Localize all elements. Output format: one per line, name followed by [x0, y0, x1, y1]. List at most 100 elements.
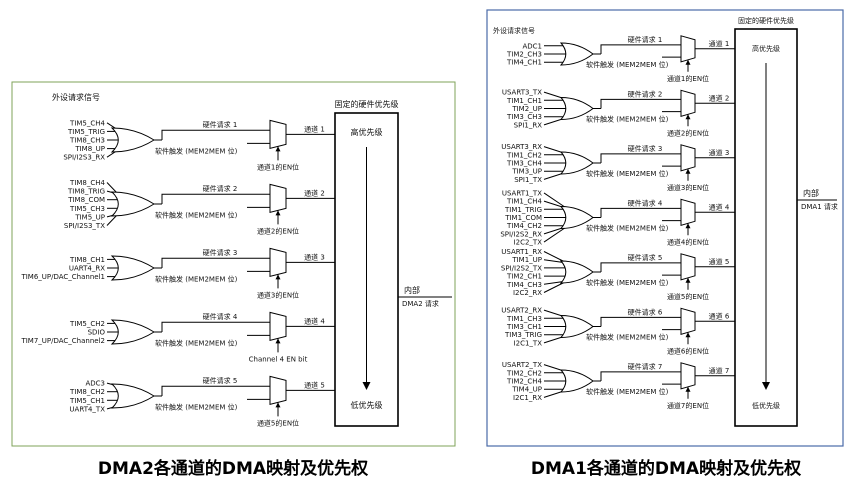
input-signal: TIM1_CH3 [506, 315, 542, 323]
hw-request-label: 硬件请求 3 [628, 144, 663, 153]
channel-label: 通道 5 [709, 257, 730, 266]
input-signal: TIM4_CH2 [506, 222, 542, 230]
dma2-caption: DMA2各通道的DMA映射及优先权 [98, 458, 369, 479]
priority-label: 固定的硬件优先级 [738, 16, 794, 25]
channel-7: USART2_TXTIM2_CH2TIM2_CH4TIM4_UPI2C1_RX硬… [502, 361, 735, 410]
or-gate-icon [559, 42, 594, 66]
en-bit-label: Channel 4 EN bit [249, 355, 308, 363]
channel-1: TIM5_CH4TIM5_TRIGTIM8_CH3TIM8_UPSPI/I2S3… [63, 119, 335, 171]
input-signal: TIM7_UP/DAC_Channel2 [20, 337, 105, 345]
or-gate-icon [110, 383, 155, 409]
mux-icon [680, 253, 696, 281]
input-signal: USART3_RX [501, 143, 542, 151]
or-gate-icon [559, 369, 594, 393]
input-signal: USART1_TX [502, 189, 542, 197]
input-signal: TIM1_CH2 [506, 151, 542, 159]
input-signal: ADC3 [85, 380, 105, 388]
hw-request-line [161, 129, 270, 140]
input-signal: SDIO [88, 329, 106, 337]
en-bit-label: 通道3的EN位 [667, 183, 709, 192]
input-signal: SPI/I2S3_RX [63, 154, 105, 162]
input-signal: SPI/I2S2_RX [500, 230, 542, 238]
sw-trigger-label: 软件触发 (MEM2MEM 位) [155, 146, 238, 155]
input-signal: TIM8_CH4 [69, 179, 105, 187]
mux-icon [269, 311, 287, 342]
en-bit-label: 通道6的EN位 [667, 346, 709, 355]
en-bit-label: 通道1的EN位 [667, 74, 709, 83]
input-signal: TIM5_CH4 [69, 119, 105, 127]
en-arrow [275, 146, 281, 152]
low-priority-label: 低优先级 [351, 400, 383, 410]
mux-icon [680, 144, 696, 172]
input-signal: TIM5_CH3 [69, 205, 105, 213]
en-arrow [685, 386, 691, 392]
input-signal: TIM8_CH3 [69, 137, 105, 145]
dma1-frame [486, 9, 844, 447]
or-gate-icon [110, 191, 155, 217]
channel-4: USART1_TXTIM1_CH4TIM1_TRIGTIM1_COMTIM4_C… [500, 189, 735, 247]
en-bit-label: 通道1的EN位 [257, 162, 299, 171]
hw-request-label: 硬件请求 5 [628, 253, 663, 262]
sw-trigger-label: 软件触发 (MEM2MEM 位) [155, 210, 238, 219]
input-signal: TIM3_CH3 [506, 113, 542, 121]
en-arrow [275, 402, 281, 408]
hw-request-line [600, 153, 681, 163]
dma2-frame [11, 81, 456, 447]
channel-label: 通道 1 [304, 124, 325, 133]
hw-request-line [600, 316, 681, 327]
input-signal: TIM8_UP [74, 145, 105, 153]
hw-request-line [600, 44, 681, 54]
hw-request-line [600, 371, 681, 381]
input-signal: SPI1_TX [514, 176, 542, 184]
input-signal: TIM8_CH2 [69, 388, 105, 396]
input-signal: USART1_RX [501, 248, 542, 256]
channel-5: USART1_RXTIM1_UPSPI/I2S2_TXTIM2_CH1TIM4_… [501, 248, 735, 301]
output-target-label: DMA2 请求 [402, 299, 439, 308]
input-signal: TIM2_CH1 [506, 273, 542, 281]
input-signal: TIM4_CH3 [506, 281, 542, 289]
or-gate-icon [559, 314, 594, 339]
input-signal: I2C2_TX [514, 239, 543, 247]
priority-arrow-head [762, 382, 770, 390]
channel-6: USART2_RXTIM1_CH3TIM3_CH1TIM3_TRIGI2C1_T… [501, 307, 735, 355]
mux-icon [680, 198, 696, 226]
input-signal: UART4_RX [69, 265, 105, 273]
hw-request-label: 硬件请求 2 [203, 184, 238, 193]
input-signal: TIM2_CH3 [506, 51, 542, 59]
input-signal: TIM2_UP [511, 105, 542, 113]
input-signal: TIM1_CH1 [506, 97, 542, 105]
or-gate-icon [110, 127, 155, 153]
input-signal: USART2_TX [502, 361, 542, 369]
sw-trigger-label: 软件触发 (MEM2MEM 位) [155, 402, 238, 411]
input-signal: TIM8_COM [67, 196, 105, 204]
input-signal: TIM8_CH1 [69, 256, 105, 264]
input-signal: UART4_TX [69, 405, 105, 413]
priority-label: 固定的硬件优先级 [335, 99, 399, 109]
en-arrow [685, 277, 691, 283]
channel-label: 通道 7 [709, 366, 730, 375]
hw-request-line [600, 98, 681, 109]
mux-icon [680, 89, 696, 117]
output-label: 内部 [803, 188, 819, 198]
input-signal: TIM6_UP/DAC_Channel1 [20, 273, 105, 281]
input-signal: TIM3_UP [511, 168, 542, 176]
en-arrow [685, 59, 691, 65]
input-signal: TIM1_TRIG [504, 206, 542, 214]
en-bit-label: 通道3的EN位 [257, 290, 299, 299]
channel-label: 通道 3 [709, 148, 730, 157]
sw-trigger-label: 软件触发 (MEM2MEM 位) [155, 274, 238, 283]
channel-label: 通道 4 [709, 202, 730, 211]
low-priority-label: 低优先级 [752, 401, 780, 410]
en-arrow [685, 114, 691, 120]
en-arrow [685, 332, 691, 338]
hw-request-label: 硬件请求 4 [628, 198, 663, 207]
input-signal: TIM5_CH2 [69, 320, 105, 328]
section-label: 外设请求信号 [52, 92, 100, 102]
input-signal: TIM4_CH1 [506, 59, 542, 67]
en-arrow [275, 338, 281, 344]
en-arrow [685, 168, 691, 174]
or-gate-icon [559, 260, 594, 284]
